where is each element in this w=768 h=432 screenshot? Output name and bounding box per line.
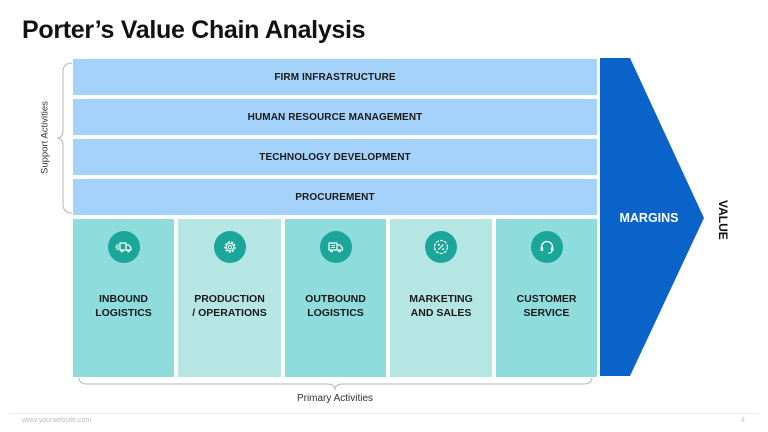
- support-activities-label: Support Activities: [39, 101, 51, 175]
- primary-column-label: INBOUND LOGISTICS: [95, 293, 152, 319]
- primary-column-marketing-and-sales: MARKETING AND SALES: [390, 219, 492, 377]
- value-label: VALUE: [716, 200, 730, 240]
- primary-column-label: CUSTOMER SERVICE: [516, 293, 577, 319]
- gear-icon: [213, 231, 246, 263]
- support-row-procurement: PROCUREMENT: [73, 179, 597, 215]
- page-title: Porter’s Value Chain Analysis: [22, 16, 366, 44]
- inbound-truck-icon: [107, 231, 140, 263]
- page-number: 4: [741, 417, 745, 424]
- primary-column-customer-service: CUSTOMER SERVICE: [496, 219, 597, 377]
- primary-activities-brace: [78, 377, 593, 391]
- footer-url: www.yourwebsite.com: [22, 417, 92, 424]
- primary-column-production-operations: PRODUCTION / OPERATIONS: [178, 219, 281, 377]
- primary-column-inbound-logistics: INBOUND LOGISTICS: [73, 219, 174, 377]
- support-row-technology-development: TECHNOLOGY DEVELOPMENT: [73, 139, 597, 175]
- footer-divider: [10, 413, 758, 414]
- primary-activities-label: Primary Activities: [296, 393, 374, 404]
- headset-icon: [530, 231, 563, 263]
- support-row-firm-infrastructure: FIRM INFRASTRUCTURE: [73, 59, 597, 95]
- primary-column-label: MARKETING AND SALES: [409, 293, 473, 319]
- margins-arrow: [600, 58, 704, 376]
- primary-column-label: PRODUCTION / OPERATIONS: [192, 293, 267, 319]
- percent-badge-icon: [425, 231, 457, 263]
- margins-label: MARGINS: [619, 211, 679, 225]
- support-row-human-resource-management: HUMAN RESOURCE MANAGEMENT: [73, 99, 597, 135]
- primary-column-outbound-logistics: OUTBOUND LOGISTICS: [285, 219, 386, 377]
- outbound-truck-icon: [319, 231, 352, 263]
- primary-column-label: OUTBOUND LOGISTICS: [305, 293, 366, 319]
- support-activities-brace: [56, 62, 73, 214]
